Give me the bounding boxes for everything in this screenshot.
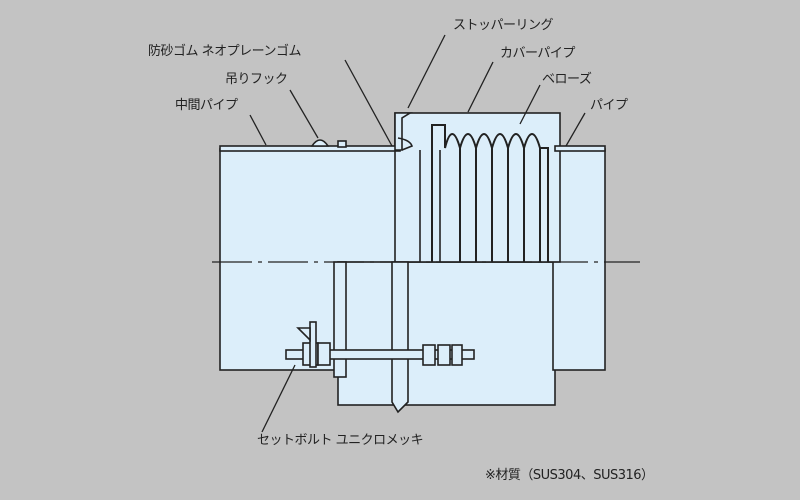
right-pipe bbox=[552, 148, 606, 371]
stopper-ring bbox=[394, 112, 413, 151]
label-bellows: ベローズ bbox=[542, 72, 592, 87]
label-middle-pipe: 中間パイプ bbox=[175, 98, 238, 113]
label-stopper-ring: ストッパーリング bbox=[453, 18, 554, 33]
label-cover-pipe: カバーパイプ bbox=[500, 46, 575, 61]
hanging-hook bbox=[310, 139, 330, 147]
material-note: ※材質（SUS304、SUS316） bbox=[485, 468, 654, 483]
flange-plate bbox=[391, 261, 409, 414]
bellows bbox=[431, 124, 549, 262]
set-bolt bbox=[285, 349, 475, 360]
cover-lower bbox=[337, 261, 556, 406]
pipe-wall bbox=[219, 145, 401, 152]
label-sand-rubber: 防砂ゴム ネオプレーンゴム bbox=[148, 44, 301, 59]
leader-lines bbox=[249, 34, 586, 433]
label-set-bolt: セットボルト ユニクロメッキ bbox=[257, 433, 424, 448]
cover-pipe bbox=[394, 112, 561, 263]
label-pipe: パイプ bbox=[590, 98, 628, 113]
label-hook: 吊りフック bbox=[225, 72, 288, 87]
